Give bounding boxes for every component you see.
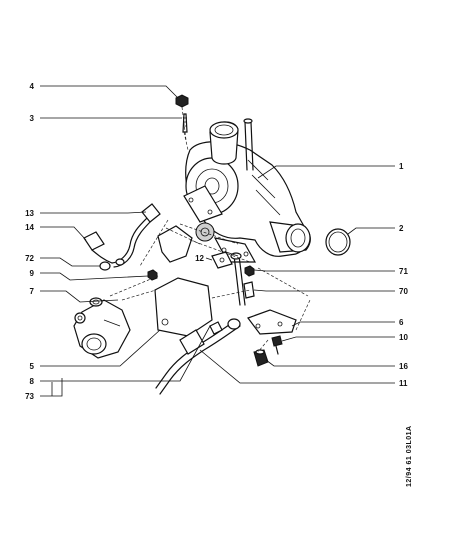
small-hardware: [211, 251, 283, 367]
nut-and-stud: [175, 94, 189, 133]
callout-73: 73: [25, 392, 34, 401]
turbocharger-assembly: [183, 118, 311, 263]
callout-70: 70: [399, 287, 408, 296]
callout-3: 3: [29, 114, 34, 123]
callout-13: 13: [25, 209, 34, 218]
callout-14: 14: [25, 223, 34, 232]
water-outlet-housing: [73, 297, 131, 359]
callout-1: 1: [399, 162, 404, 171]
gasket-ring: [325, 228, 351, 256]
callout-8: 8: [29, 377, 34, 386]
callout-2: 2: [399, 224, 404, 233]
reference-code: 12/94 61 03L01A: [406, 425, 413, 487]
leader-lines: [40, 85, 395, 397]
callout-6: 6: [399, 318, 404, 327]
callout-72: 72: [25, 254, 34, 263]
callout-7: 7: [29, 287, 34, 296]
callout-11: 11: [399, 379, 408, 388]
callout-9: 9: [29, 269, 34, 278]
oil-feed-pipe: [83, 203, 161, 281]
callout-10: 10: [399, 333, 408, 342]
oil-return-pipe: [155, 252, 246, 395]
callout-16: 16: [399, 362, 408, 371]
callout-71: 71: [399, 267, 408, 276]
support-bracket: [154, 225, 297, 337]
callout-4: 4: [29, 82, 34, 91]
callout-5: 5: [29, 362, 34, 371]
callout-12: 12: [195, 254, 204, 263]
